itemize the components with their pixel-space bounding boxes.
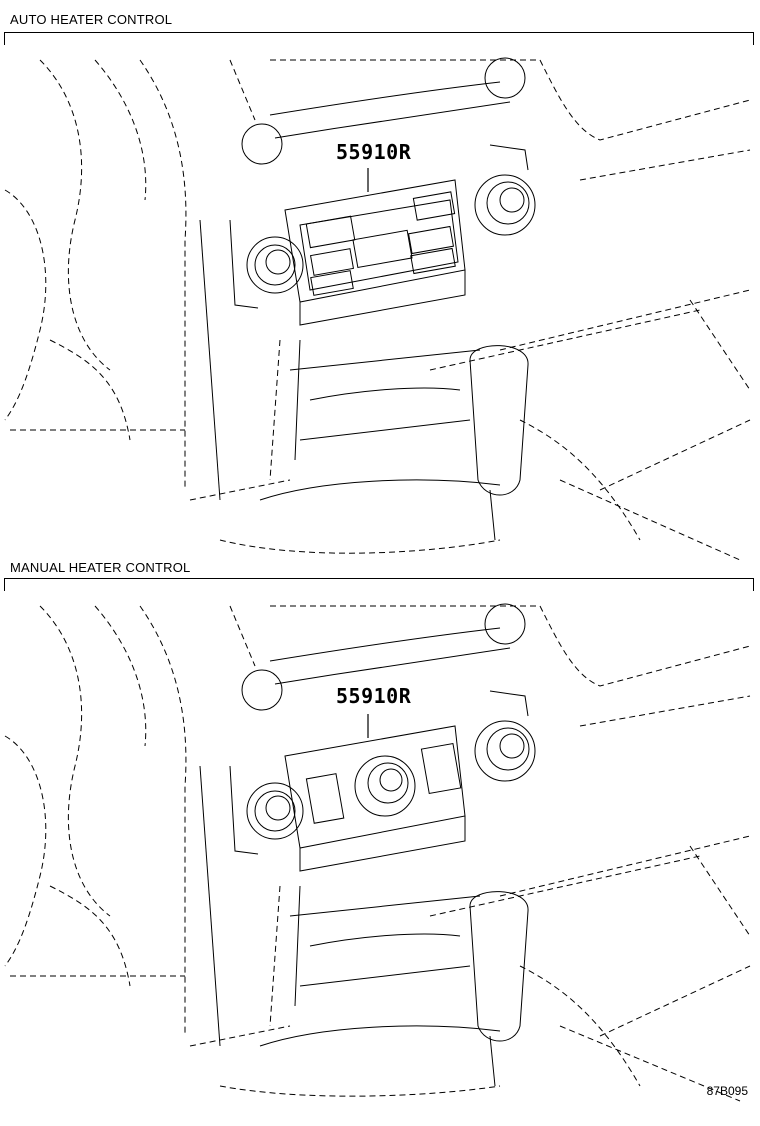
auto-control-panel [229, 144, 536, 541]
part-number-manual: 55910R [336, 684, 412, 708]
center-console [199, 765, 501, 1047]
upper-vents [241, 603, 526, 711]
dashboard-outline [4, 59, 751, 561]
part-number-auto: 55910R [336, 140, 412, 164]
dashboard-outline [4, 605, 751, 1102]
center-console [199, 219, 501, 501]
diagram-auto-heater-control [0, 40, 760, 580]
figure-code: 87B095 [706, 1084, 748, 1098]
section-frame-auto [4, 32, 754, 45]
diagram-manual-heater-control [0, 586, 760, 1126]
section-frame-manual [4, 578, 754, 591]
section-title-auto: AUTO HEATER CONTROL [10, 12, 173, 27]
upper-vents [241, 57, 526, 165]
manual-control-panel [229, 690, 536, 1087]
section-title-manual: MANUAL HEATER CONTROL [10, 560, 191, 575]
